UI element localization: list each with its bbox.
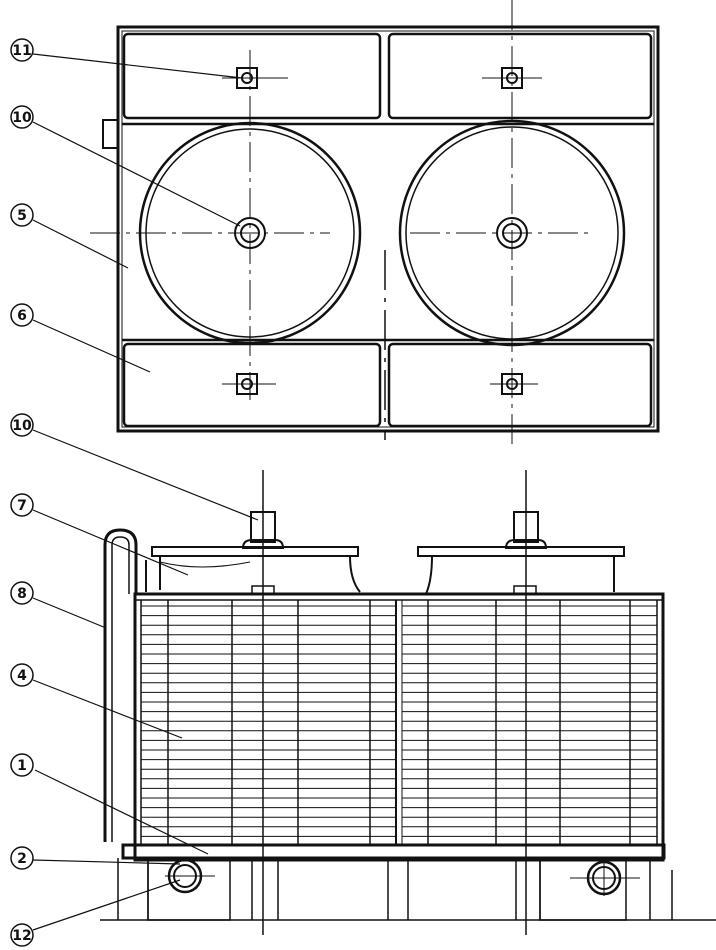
callout-7-label: 7: [17, 498, 27, 514]
boss-bottom-left: [222, 373, 276, 395]
basin-rail: [121, 843, 666, 860]
louvers: [141, 605, 657, 837]
callout-2-label: 2: [17, 851, 27, 867]
handrail: [103, 528, 147, 842]
callout-10-plan-label: 10: [12, 110, 32, 126]
panel-top-right: [387, 32, 653, 120]
casing: [133, 592, 665, 862]
pipe-left: [165, 858, 215, 894]
callout-12-label: 12: [12, 928, 31, 944]
callout-6-label: 6: [17, 308, 27, 324]
callout-6: 6: [10, 303, 151, 373]
callout-8-label: 8: [17, 586, 27, 602]
fan-stack-left: [151, 546, 361, 593]
boss-top-left: [222, 67, 288, 89]
boss-top-right: [482, 67, 542, 89]
plan-view-inner-frame: [121, 30, 655, 428]
callout-5: 5: [10, 203, 129, 269]
callout-4: 4: [10, 663, 183, 739]
base: [100, 857, 716, 921]
callout-4-label: 4: [17, 668, 27, 684]
plan-view-outer-frame: [116, 25, 660, 433]
boss-bottom-right: [490, 373, 538, 395]
callout-7: 7: [10, 493, 189, 576]
panel-bottom-right: [387, 342, 653, 428]
callout-1-label: 1: [17, 758, 27, 774]
fan-stack-right: [417, 546, 625, 595]
callout-2: 2: [10, 846, 181, 870]
callout-11-label: 11: [12, 43, 31, 59]
panel-top-left: [122, 32, 382, 120]
callout-11: 11: [10, 38, 243, 79]
plan-view: [90, 0, 660, 445]
callout-10-elevation-label: 10: [12, 418, 32, 434]
callout-8: 8: [10, 581, 107, 629]
side-tab: [102, 119, 119, 149]
callout-1: 1: [10, 753, 209, 855]
callouts: 11 10 5 6 10 7: [10, 38, 259, 947]
callout-10-elevation: 10: [10, 413, 259, 521]
callout-5-label: 5: [17, 208, 27, 224]
callout-12: 12: [10, 879, 181, 947]
callout-10-plan: 10: [10, 105, 241, 227]
pipe-right: [570, 860, 640, 896]
elevation-view: [100, 470, 716, 935]
